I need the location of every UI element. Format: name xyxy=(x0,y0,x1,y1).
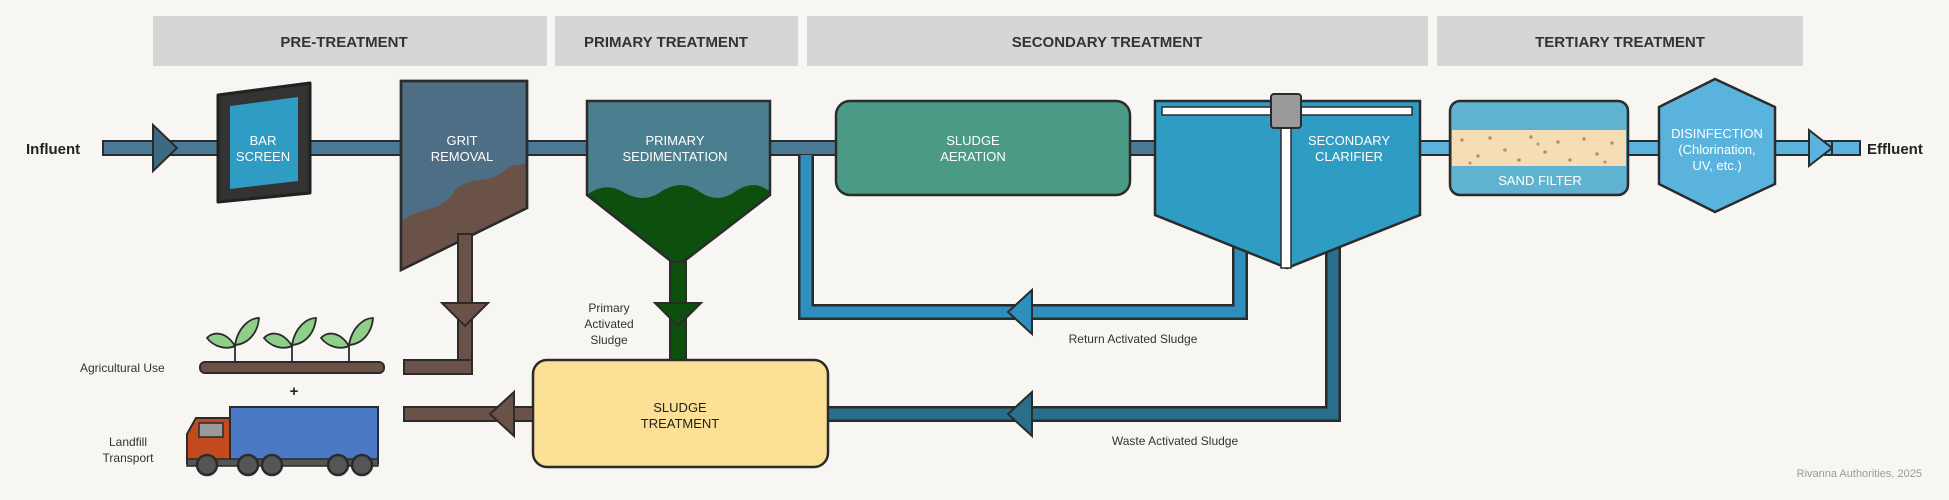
agricultural-soil-bar xyxy=(199,361,385,374)
grit-to-agriculture-pipe xyxy=(403,359,473,375)
secondary-clarifier-label-2: CLARIFIER xyxy=(1315,149,1383,164)
secondary-clarifier-label-1: SECONDARY xyxy=(1308,133,1390,148)
clarifier-drive-unit xyxy=(1270,93,1302,129)
return-sludge-arrow-icon xyxy=(1006,287,1033,337)
primary-sludge-blanket xyxy=(587,185,770,262)
header-primary-treatment xyxy=(555,16,798,66)
waste-activated-sludge-pipe xyxy=(826,244,1341,422)
landfill-transport-label-1: Landfill xyxy=(109,435,147,449)
waste-activated-sludge-label: Waste Activated Sludge xyxy=(1112,434,1239,448)
primary-sludge-arrow-icon xyxy=(652,302,704,328)
disinfection-label-2: (Chlorination, xyxy=(1678,142,1755,157)
sludge-treatment-label-1: SLUDGE xyxy=(653,400,707,415)
primary-sludge-label-1: Primary xyxy=(588,301,629,315)
return-activated-sludge-label: Return Activated Sludge xyxy=(1069,332,1198,346)
grit-removal-label-2: REMOVAL xyxy=(431,149,494,164)
bar-screen-label-2: SCREEN xyxy=(236,149,290,164)
disposal-plus-sign: + xyxy=(290,383,299,400)
primary-sedimentation-label-2: SEDIMENTATION xyxy=(623,149,728,164)
header-primary-treatment-label: PRIMARY TREATMENT xyxy=(584,34,748,51)
bar-screen-label-1: BAR xyxy=(250,133,277,148)
sand-grains xyxy=(1460,135,1614,165)
plant-icon xyxy=(205,317,260,362)
credit-label: Rivanna Authorities, 2025 xyxy=(1797,468,1922,480)
bar-screen-panel xyxy=(230,97,298,189)
disinfection-label-3: UV, etc.) xyxy=(1692,158,1741,173)
landfill-transport-label-2: Transport xyxy=(103,451,155,465)
plant-icon xyxy=(319,317,374,362)
header-tertiary-treatment xyxy=(1437,16,1803,66)
header-tertiary-treatment-label: TERTIARY TREATMENT xyxy=(1535,34,1705,51)
sludge-treatment-label-2: TREATMENT xyxy=(641,416,720,431)
primary-sludge-label-3: Sludge xyxy=(590,333,628,347)
header-secondary-treatment xyxy=(807,16,1428,66)
sludge-aeration-tank xyxy=(834,99,1132,197)
sand-filter-label: SAND FILTER xyxy=(1498,173,1582,188)
effluent-pipe-end xyxy=(1831,140,1861,156)
sand-filter-media xyxy=(1452,130,1626,166)
sludge-aeration-label-1: SLUDGE xyxy=(946,133,1000,148)
disinfection-label-1: DISINFECTION xyxy=(1671,126,1763,141)
disinfection-unit xyxy=(1657,77,1777,214)
header-pre-treatment-label: PRE-TREATMENT xyxy=(280,34,407,51)
waste-sludge-arrow-icon xyxy=(1006,389,1033,439)
effluent-arrow-icon xyxy=(1808,127,1834,169)
plant-icon xyxy=(262,317,317,362)
waste-activated-sludge-pipe-fill xyxy=(826,244,1339,420)
primary-sedimentation-label-1: PRIMARY xyxy=(646,133,705,148)
influent-label: Influent xyxy=(26,141,80,158)
grit-down-arrow-icon xyxy=(439,302,491,328)
sludge-aeration-label-2: AERATION xyxy=(940,149,1006,164)
influent-arrow-icon xyxy=(152,122,179,174)
effluent-label: Effluent xyxy=(1867,141,1923,158)
clarifier-center-shaft xyxy=(1280,111,1292,269)
grit-removal-outline xyxy=(399,79,529,273)
truck-icon xyxy=(186,406,379,477)
primary-sludge-label-2: Activated xyxy=(584,317,633,331)
agricultural-use-label: Agricultural Use xyxy=(80,361,165,375)
sludge-output-arrow-icon xyxy=(488,389,515,439)
grit-deposit xyxy=(401,160,527,270)
grit-removal-label-1: GRIT xyxy=(446,133,477,148)
header-pre-treatment xyxy=(153,16,547,66)
header-secondary-treatment-label: SECONDARY TREATMENT xyxy=(1012,34,1203,51)
